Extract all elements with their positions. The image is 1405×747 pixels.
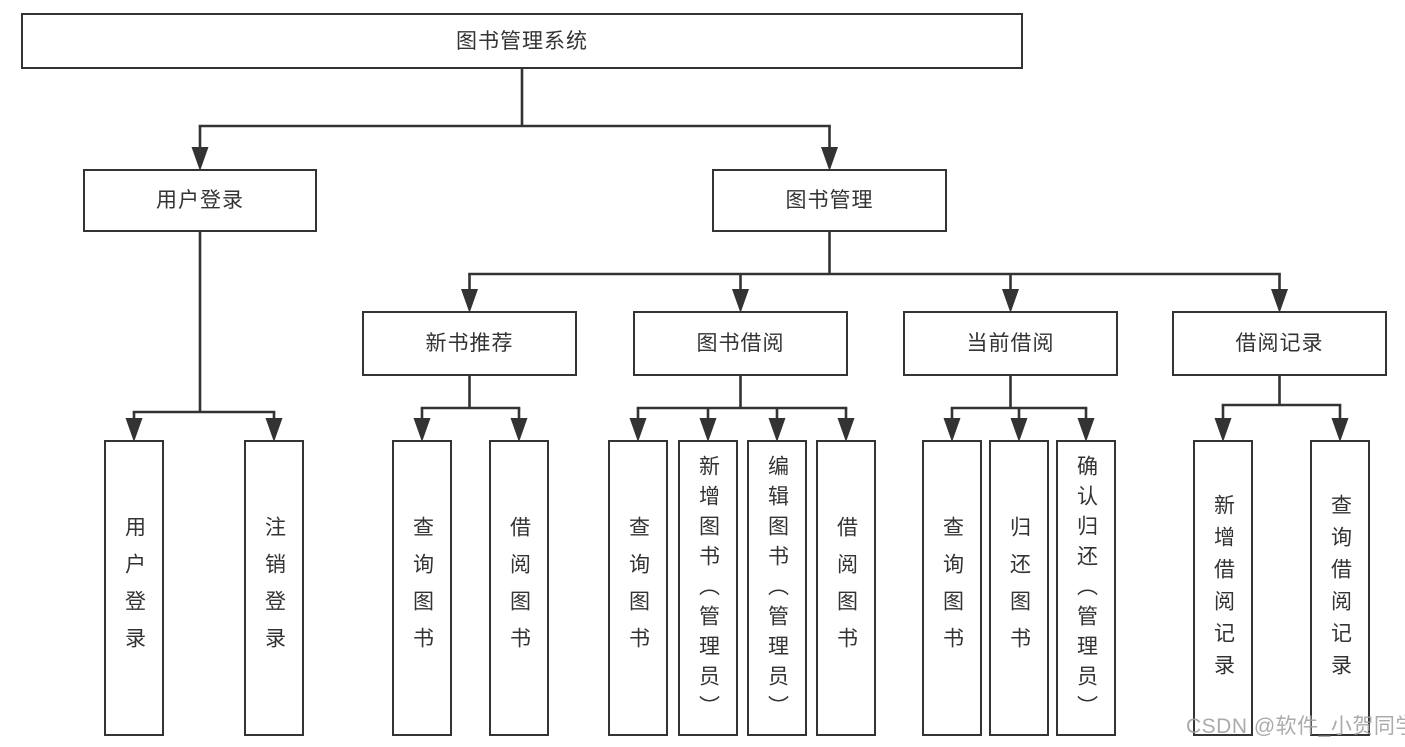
arrowhead-icon [821,147,838,171]
node-label-cu-query: 查询图书 [940,516,964,664]
arrowhead-icon [943,418,961,442]
arrowhead-icon [1010,418,1028,442]
node-leaf-user-login: 用户登录 [104,440,164,736]
arrowhead-icon [732,289,749,313]
node-label-cu-return: 归还图书 [1007,516,1031,664]
arrowhead-icon [1077,418,1095,442]
node-book-mgmt: 图书管理 [712,169,947,232]
arrowhead-icon [1331,418,1349,442]
node-label-borrowing: 图书借阅 [696,332,785,355]
node-label-nb-borrow: 借阅图书 [507,516,531,664]
arrowhead-icon [413,418,431,442]
node-records: 借阅记录 [1172,311,1387,376]
node-leaf-logout: 注销登录 [244,440,304,736]
node-new-books: 新书推荐 [362,311,577,376]
node-borrowing: 图书借阅 [633,311,848,376]
arrowhead-icon [768,418,786,442]
node-bw-borrow: 借阅图书 [816,440,876,736]
arrowhead-icon [699,418,717,442]
node-rc-add: 新增借阅记录 [1193,440,1253,736]
node-label-current: 当前借阅 [966,332,1055,355]
arrowhead-icon [461,289,478,313]
node-current: 当前借阅 [903,311,1118,376]
arrowhead-icon [125,418,143,442]
node-label-leaf-user-login: 用户登录 [122,516,146,664]
node-cu-confirm: 确认归还（管理员） [1056,440,1116,736]
node-label-bw-query: 查询图书 [626,516,650,664]
node-bw-edit: 编辑图书（管理员） [747,440,807,736]
node-root: 图书管理系统 [21,13,1023,69]
arrowhead-icon [1271,289,1288,313]
arrowhead-icon [837,418,855,442]
node-label-new-books: 新书推荐 [425,332,514,355]
csdn-watermark: CSDN @软件_小贺同学 [1186,715,1405,738]
node-label-leaf-logout: 注销登录 [262,516,286,664]
node-nb-borrow: 借阅图书 [489,440,549,736]
node-label-bw-add: 新增图书（管理员） [696,455,720,725]
arrowhead-icon [265,418,283,442]
node-cu-query: 查询图书 [922,440,982,736]
node-label-root: 图书管理系统 [456,29,588,53]
arrowhead-icon [629,418,647,442]
node-user-login: 用户登录 [83,169,317,232]
node-nb-query: 查询图书 [392,440,452,736]
arrowhead-icon [1214,418,1232,442]
node-cu-return: 归还图书 [989,440,1049,736]
node-label-records: 借阅记录 [1235,332,1324,355]
node-label-rc-add: 新增借阅记录 [1211,494,1235,686]
arrowhead-icon [191,147,209,171]
node-label-user-login: 用户登录 [156,189,244,212]
node-bw-add: 新增图书（管理员） [678,440,738,736]
arrowhead-icon [1002,289,1019,313]
node-label-rc-query: 查询借阅记录 [1328,494,1352,686]
node-rc-query: 查询借阅记录 [1310,440,1370,736]
node-label-book-mgmt: 图书管理 [785,189,874,212]
node-label-bw-edit: 编辑图书（管理员） [765,455,789,725]
node-bw-query: 查询图书 [608,440,668,736]
node-label-bw-borrow: 借阅图书 [834,516,858,664]
node-label-cu-confirm: 确认归还（管理员） [1074,455,1098,725]
arrowhead-icon [510,418,528,442]
node-label-nb-query: 查询图书 [410,516,434,664]
